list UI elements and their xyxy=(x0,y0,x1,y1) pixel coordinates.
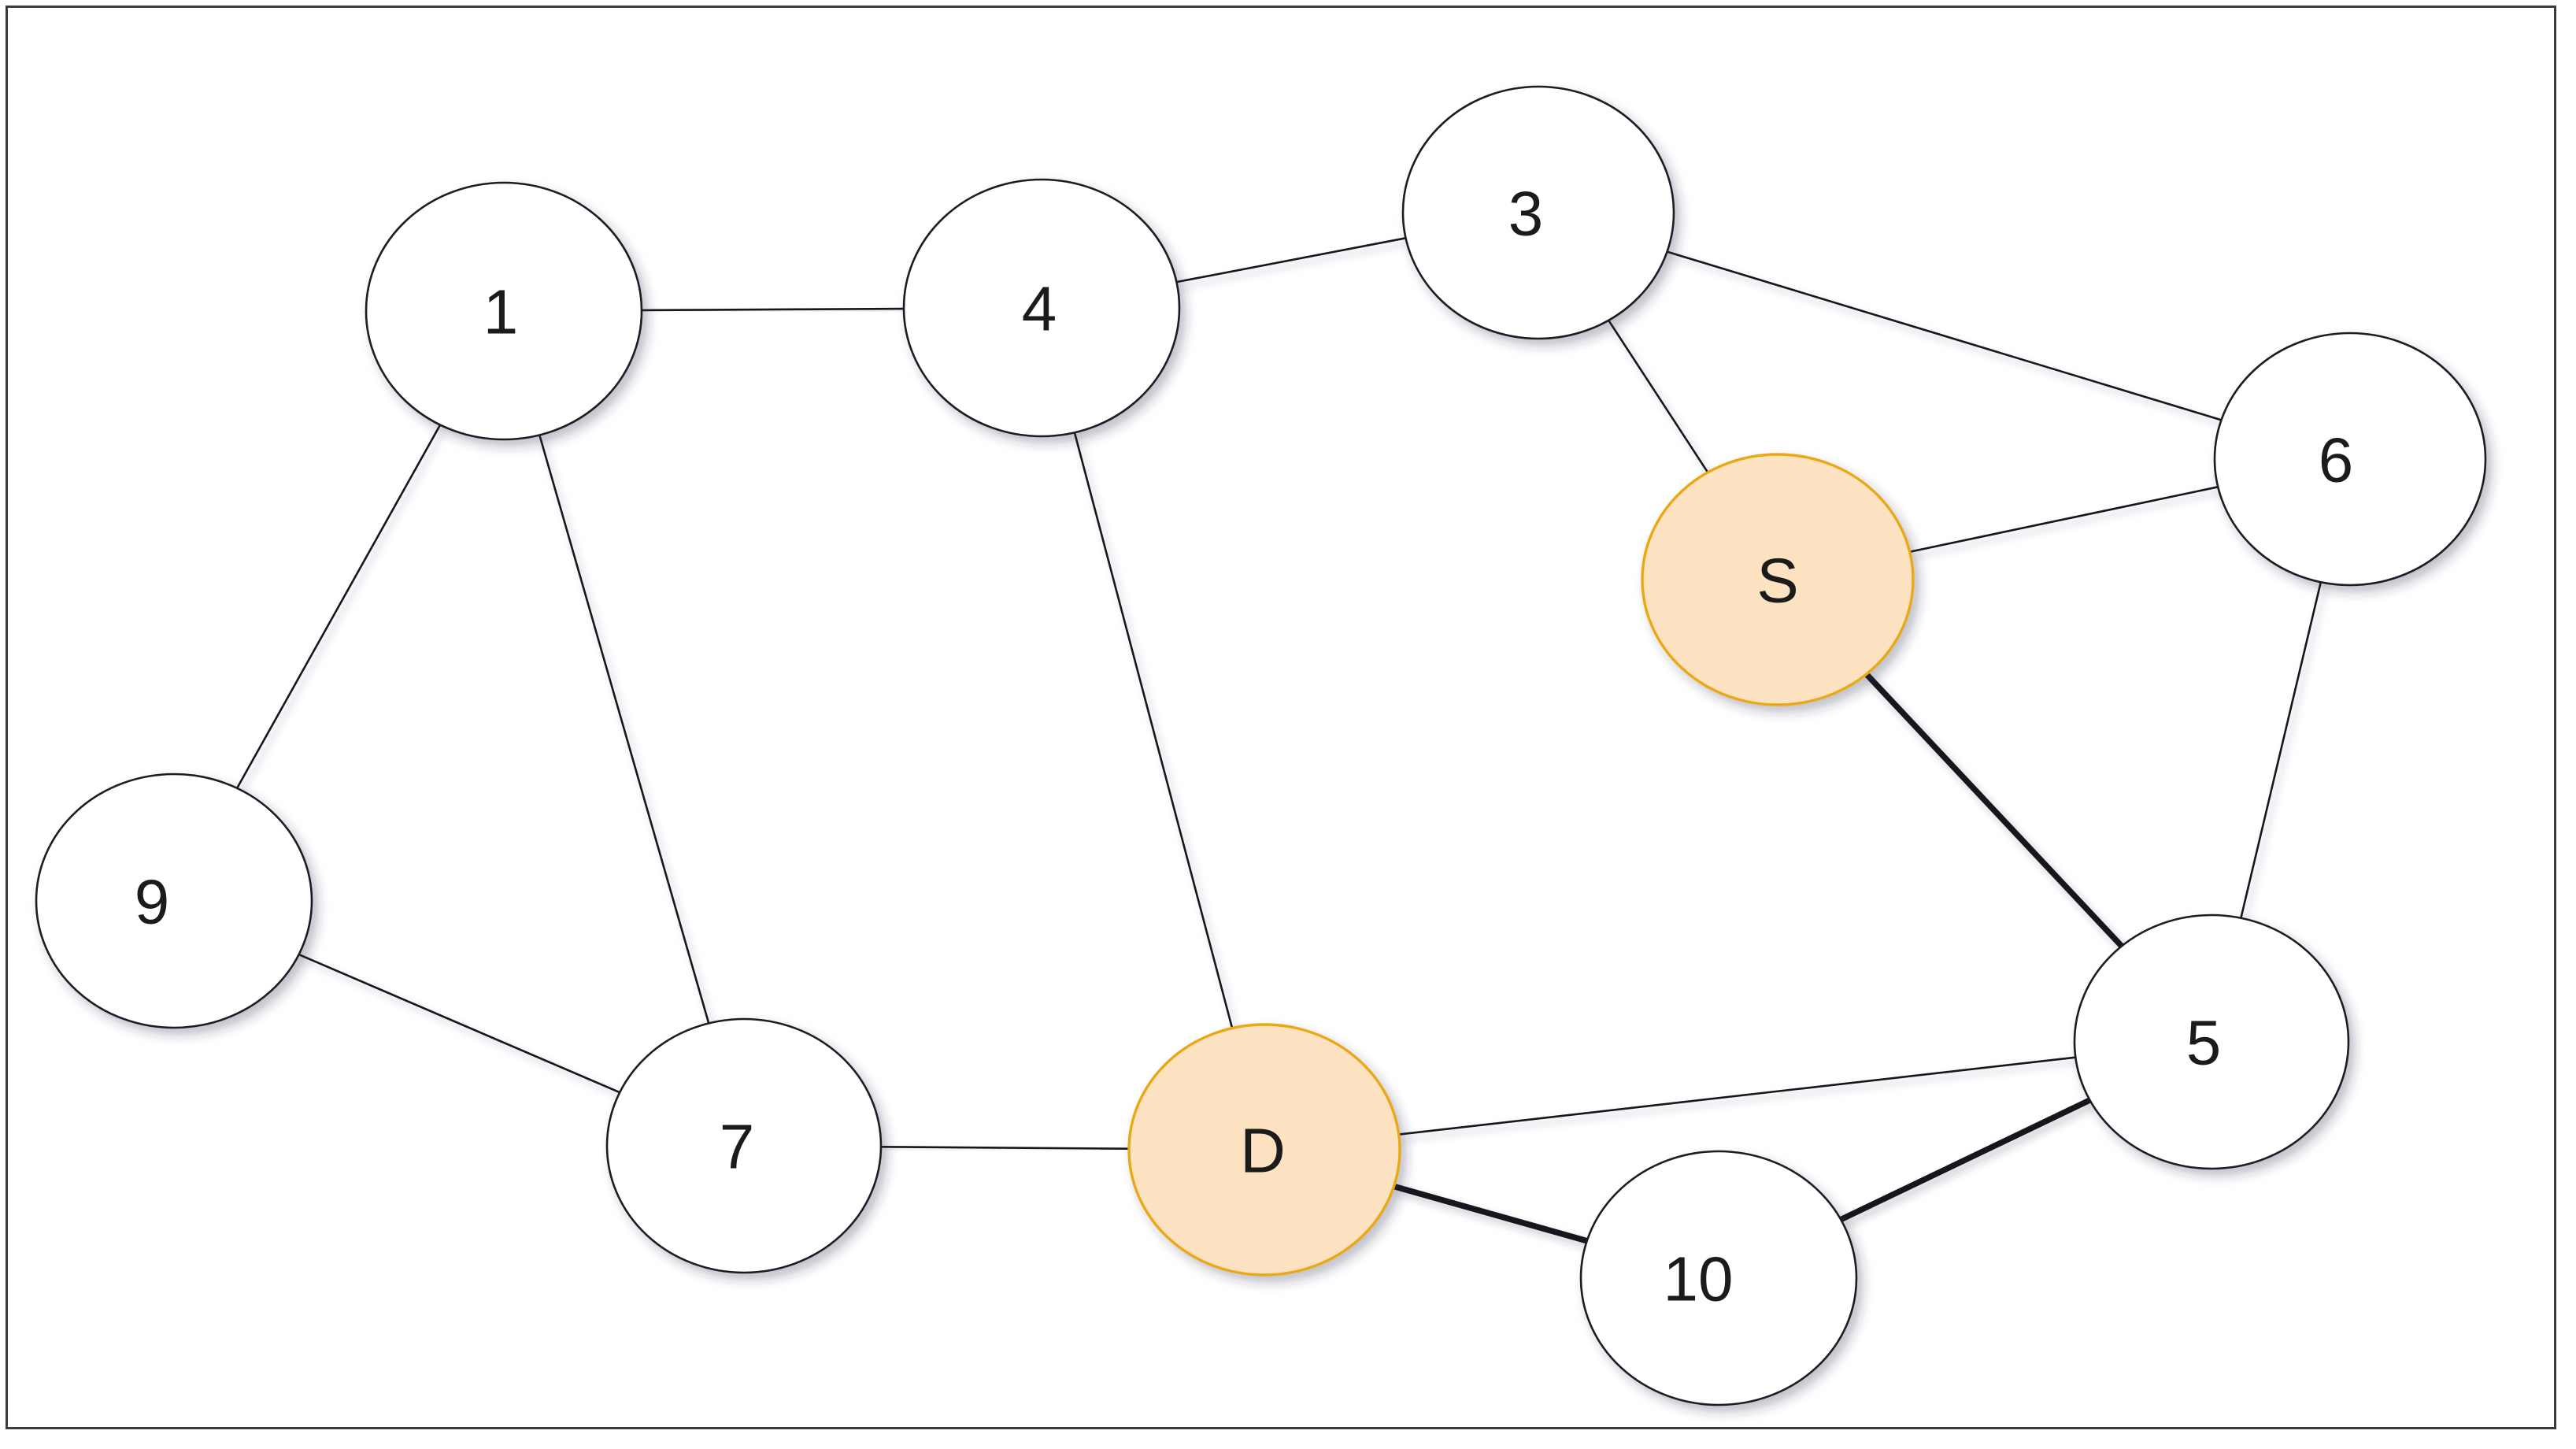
graph-edge-4-3[interactable] xyxy=(1176,237,1406,284)
node-label-9: 9 xyxy=(135,867,170,937)
graph-edge-9-7[interactable] xyxy=(298,953,620,1094)
node-shape-3 xyxy=(1401,85,1675,340)
node-shape-D xyxy=(1127,1023,1401,1277)
node-label-10: 10 xyxy=(1664,1244,1734,1314)
graph-node-6[interactable]: 6 xyxy=(2213,332,2487,587)
graph-edge-S-5[interactable] xyxy=(1864,672,2124,949)
graph-edge-4-D[interactable] xyxy=(1073,432,1234,1028)
graph-edge-5-10[interactable] xyxy=(1839,1097,2092,1223)
graph-node-7[interactable]: 7 xyxy=(605,1017,883,1274)
node-label-5: 5 xyxy=(2186,1008,2222,1078)
graph-edge-1-4[interactable] xyxy=(641,307,905,312)
node-shape-6 xyxy=(2213,332,2487,587)
graph-edge-7-D[interactable] xyxy=(880,1146,1130,1150)
graph-edge-1-9[interactable] xyxy=(235,424,442,789)
graph-node-4[interactable]: 4 xyxy=(902,178,1181,438)
node-label-1: 1 xyxy=(483,277,519,347)
graph-node-S[interactable]: S xyxy=(1641,453,1915,706)
node-label-6: 6 xyxy=(2319,425,2354,495)
graph-edge-6-5[interactable] xyxy=(2240,581,2322,919)
graph-edge-D-5[interactable] xyxy=(1398,1056,2076,1136)
node-label-D: D xyxy=(1240,1116,1286,1186)
graph-edge-1-7[interactable] xyxy=(539,435,710,1024)
graph-svg-root[interactable]: 1 4 3 6S 9 5 7 D 10 xyxy=(8,8,2554,1427)
node-shape-7 xyxy=(605,1017,883,1274)
graph-node-5[interactable]: 5 xyxy=(2073,914,2350,1170)
node-label-3: 3 xyxy=(1508,179,1544,249)
node-label-S: S xyxy=(1756,546,1798,616)
graph-node-9[interactable]: 9 xyxy=(35,773,313,1029)
node-shape-1 xyxy=(365,181,643,441)
node-label-7: 7 xyxy=(720,1112,755,1182)
node-layer: 1 4 3 6S 9 5 7 D 10 xyxy=(35,85,2487,1406)
graph-edge-10-D[interactable] xyxy=(1393,1183,1588,1244)
graph-node-3[interactable]: 3 xyxy=(1401,85,1675,340)
graph-node-10[interactable]: 10 xyxy=(1579,1150,1858,1406)
graph-edge-3-S[interactable] xyxy=(1608,320,1709,473)
graph-node-D[interactable]: D xyxy=(1127,1023,1401,1277)
node-shape-10 xyxy=(1579,1150,1858,1406)
node-label-4: 4 xyxy=(1022,274,1057,344)
edge-layer xyxy=(235,237,2322,1244)
graph-edge-3-6[interactable] xyxy=(1667,250,2222,421)
node-shape-S xyxy=(1641,453,1915,706)
node-shape-9 xyxy=(35,773,313,1029)
node-shape-5 xyxy=(2073,914,2350,1170)
graph-node-1[interactable]: 1 xyxy=(365,181,643,441)
node-shape-4 xyxy=(902,178,1181,438)
graph-edge-S-6[interactable] xyxy=(1909,486,2219,553)
